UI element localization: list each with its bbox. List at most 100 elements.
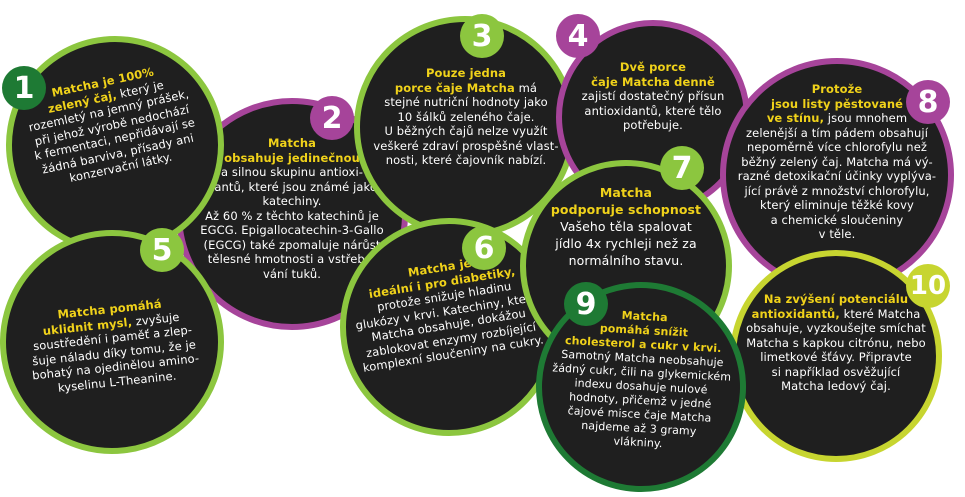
highlight-text: Pouze jedna: [425, 66, 507, 80]
text-line: běžný zelený čaj. Matcha má vý-: [728, 155, 946, 170]
text-line: (EGCG) také zpomaluje nárůst: [186, 238, 398, 253]
text-line: v těle.: [728, 227, 946, 242]
badge-3: 3: [460, 14, 504, 58]
body-text: které Matcha: [839, 306, 921, 321]
text-line: veškeré zdraví prospěšné vlast-: [364, 139, 568, 154]
body-text: Matcha ledový čaj.: [781, 379, 891, 393]
badge-1: 1: [2, 66, 46, 110]
text-line: nepoměrně více chlorofylu než: [728, 140, 946, 155]
text-line: který eliminuje těžké kovy: [728, 198, 946, 213]
text-line: obsahuje, vyzkoušejte smíchat: [738, 321, 934, 336]
badge-6: 6: [462, 226, 506, 270]
text-line: ve stínu, jsou mnohem: [728, 111, 946, 126]
body-text: v těle.: [818, 227, 856, 241]
badge-2: 2: [310, 96, 354, 140]
highlight-text: Protože: [811, 82, 863, 96]
text-line: Dvě porce: [564, 60, 742, 75]
highlight-text: podporuje schopnost: [550, 202, 702, 217]
body-text: nepoměrně více chlorofylu než: [746, 140, 928, 154]
body-text: EGCG. Epigallocatechin-3-Gallo: [200, 223, 384, 237]
body-text: Až 60 % z těchto katechinů je: [205, 208, 379, 223]
text-line: antioxidantů, které Matcha: [738, 307, 934, 322]
highlight-text: ve stínu,: [766, 111, 825, 125]
body-text: jsou mnohem: [824, 111, 908, 125]
text-line: Matcha: [186, 136, 398, 151]
body-text: razné detoxikační účinky vyplýva-: [737, 169, 937, 183]
body-text: dantů, které jsou známé jako: [207, 179, 377, 194]
text-line: dantů, které jsou známé jako: [186, 180, 398, 195]
text-line: potřebuje.: [564, 118, 742, 133]
body-text: má: [514, 80, 538, 95]
text-line: U běžných čajů nelze využít: [364, 124, 568, 139]
body-text: stejné nutriční hodnoty jako: [384, 95, 548, 109]
badge-9: 9: [564, 282, 608, 326]
body-text: obsahuje, vyzkoušejte smíchat: [746, 321, 926, 335]
body-text: vání tuků.: [262, 266, 322, 281]
body-text: zelenější a tím pádem obsahují: [746, 125, 928, 140]
body-text: zajistí dostatečný přísun: [581, 89, 725, 103]
text-line: nosti, které čajovník nabízí.: [364, 153, 568, 168]
text-line: vání tuků.: [186, 267, 398, 282]
text-line: katechiny.: [186, 194, 398, 209]
text-line: a silnou skupinu antioxi-: [186, 165, 398, 180]
highlight-text: jsou listy pěstované: [770, 96, 904, 111]
highlight-text: Matcha: [599, 185, 653, 200]
text-line: a chemické sloučeniny: [728, 213, 946, 228]
text-line: Matcha: [528, 184, 724, 201]
badge-10: 10: [906, 264, 950, 308]
text-line: razné detoxikační účinky vyplýva-: [728, 169, 946, 184]
body-text: vlákniny.: [613, 434, 663, 451]
highlight-text: Dvě porce: [619, 60, 687, 74]
text-line: stejné nutriční hodnoty jako: [364, 95, 568, 110]
body-text: potřebuje.: [623, 118, 683, 132]
body-text: běžný zelený čaj. Matcha má vý-: [741, 154, 933, 169]
body-text: antioxidantů, které tělo: [584, 103, 722, 118]
body-text: tělesné hmotnosti a vstřebá-: [207, 252, 377, 266]
body-text: který eliminuje těžké kovy: [760, 198, 914, 212]
text-line: obsahuje jedinečnou: [186, 151, 398, 166]
highlight-text: obsahuje jedinečnou: [224, 150, 360, 165]
text-line: antioxidantů, které tělo: [564, 104, 742, 119]
body-text: (EGCG) také zpomaluje nárůst: [203, 237, 381, 252]
text-line: jsou listy pěstované: [728, 97, 946, 112]
text-line: EGCG. Epigallocatechin-3-Gallo: [186, 223, 398, 238]
text-line: Až 60 % z těchto katechinů je: [186, 209, 398, 224]
text-line: Matcha s kapkou citrónu, nebo: [738, 336, 934, 351]
text-line: čaje Matcha denně: [564, 75, 742, 90]
text-line: 10 šálků zeleného čaje.: [364, 110, 568, 125]
body-text: a silnou skupinu antioxi-: [220, 165, 364, 179]
highlight-text: Na zvýšení potenciálu: [763, 292, 909, 306]
text-line: jídlo 4x rychleji než za: [528, 235, 724, 252]
body-text: si například osvěžující: [771, 364, 901, 379]
text-line: jící právě z množství chlorofylu,: [728, 184, 946, 199]
text-line: Matcha ledový čaj.: [738, 379, 934, 394]
body-text: normálního stavu.: [568, 253, 684, 268]
text-line: Vašeho těla spalovat: [528, 218, 724, 235]
text-line: si například osvěžující: [738, 365, 934, 380]
text-line: Pouze jedna: [364, 66, 568, 81]
body-text: jídlo 4x rychleji než za: [555, 236, 697, 251]
text-line: zelenější a tím pádem obsahují: [728, 126, 946, 141]
text-line: podporuje schopnost: [528, 201, 724, 218]
text-line: porce čaje Matcha má: [364, 81, 568, 96]
body-text: limetkové šťávy. Připravte: [760, 350, 912, 364]
body-text: nosti, které čajovník nabízí.: [385, 153, 547, 167]
body-text: a chemické sloučeniny: [770, 212, 904, 227]
highlight-text: Matcha: [621, 308, 668, 325]
badge-5: 5: [140, 228, 184, 272]
text-line: normálního stavu.: [528, 252, 724, 269]
body-text: jící právě z množství chlorofylu,: [744, 183, 930, 198]
body-text: 10 šálků zeleného čaje.: [397, 109, 535, 124]
body-text: Vašeho těla spalovat: [560, 219, 692, 234]
highlight-text: porce čaje Matcha: [394, 80, 515, 95]
body-text: U běžných čajů nelze využít: [384, 124, 548, 138]
badge-4: 4: [556, 14, 600, 58]
